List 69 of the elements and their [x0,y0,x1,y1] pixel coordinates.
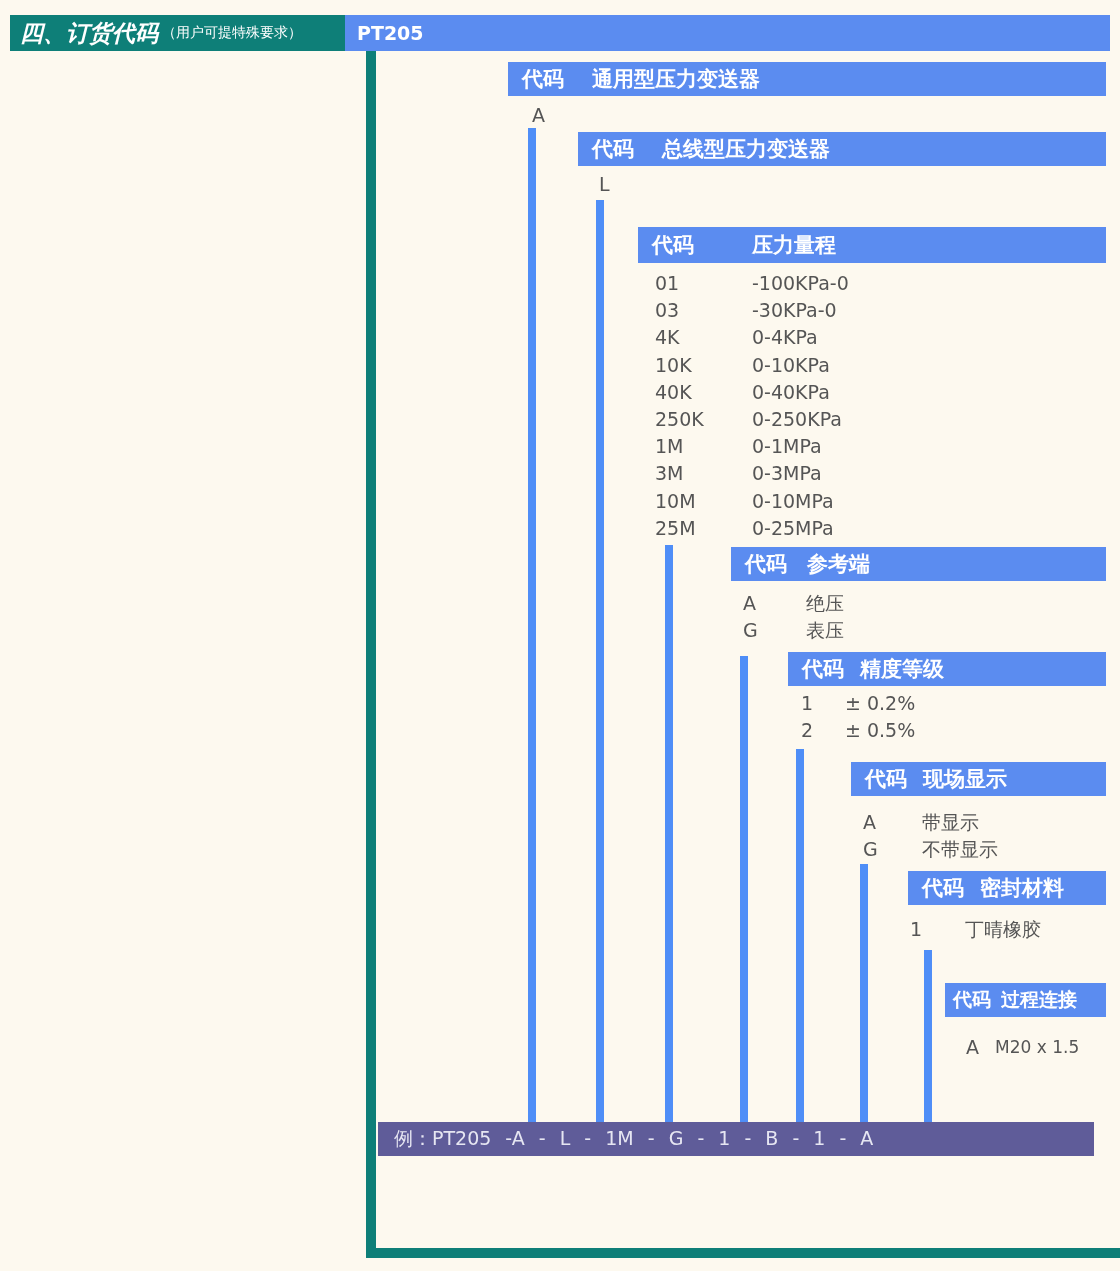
option-code: 25M [655,515,696,540]
option-description: 不带显示 [922,837,998,861]
option-description: M20 x 1.5 [995,1036,1080,1059]
option-description: 0-4KPa [752,325,818,350]
option-code: 1M [655,434,684,459]
code-heading: 代码 [865,766,908,793]
section-title: 现场显示 [923,766,1007,793]
heading-band [10,15,345,51]
section-title: 压力量程 [752,232,836,259]
header-band [788,652,1106,686]
option-code: A [863,810,876,834]
option-code: 10M [655,488,696,513]
section-title: 通用型压力变送器 [592,66,760,93]
section-title: 参考端 [807,551,870,578]
code-heading: 代码 [953,987,992,1012]
option-code: 2 [801,718,814,742]
code-heading: 代码 [652,232,695,259]
header-band [638,227,1106,263]
option-code: 01 [655,271,680,295]
header-band [851,762,1106,796]
option-code: A [966,1035,979,1059]
option-description: 0-10KPa [752,352,830,377]
option-code: G [743,618,758,642]
header-band [945,983,1106,1017]
code-heading: 代码 [522,66,565,93]
header-band [578,132,1106,166]
option-description: 0-1MPa [752,434,822,459]
option-description: 0-25MPa [752,515,834,540]
section-heading: 四、订货代码 [20,17,158,48]
option-code: 1 [801,691,814,715]
option-description: 0-10MPa [752,488,834,513]
example-bar [378,1122,1094,1156]
model-code: PT205 [357,22,424,44]
option-code: 40K [655,379,692,404]
option-description: 绝压 [806,591,844,615]
option-code: L [599,172,610,196]
option-description: 表压 [806,618,844,642]
option-description: ± 0.2% [845,691,916,715]
option-description: 0-3MPa [752,461,822,486]
option-description: 带显示 [922,810,979,834]
code-heading: 代码 [592,136,635,163]
section-title: 总线型压力变送器 [662,136,830,163]
option-code: G [863,837,878,861]
code-heading: 代码 [922,875,965,902]
section-title: 过程连接 [1001,987,1077,1012]
example-code: 例：PT205 -A - L - 1M - G - 1 - B - 1 - A [394,1126,874,1151]
option-code: A [743,591,756,615]
section-title: 密封材料 [980,875,1064,902]
option-code: 4K [655,325,680,350]
option-description: 0-250KPa [752,407,842,431]
section-title: 精度等级 [860,656,944,683]
header-band [908,871,1106,905]
option-description: ± 0.5% [845,718,916,742]
option-code: 03 [655,298,680,323]
option-description: -100KPa-0 [752,271,849,295]
header-band [731,547,1106,581]
option-description: -30KPa-0 [752,298,837,323]
option-code: 250K [655,407,704,431]
option-description: 0-40KPa [752,379,830,404]
option-code: 3M [655,461,684,486]
option-code: 10K [655,352,692,377]
option-code: A [532,103,545,127]
code-heading: 代码 [745,551,788,578]
option-description: 丁晴橡胶 [965,917,1041,941]
header-band [508,62,1106,96]
model-band [345,15,1110,51]
option-code: 1 [910,917,923,941]
code-heading: 代码 [802,656,845,683]
heading-note: （用户可提特殊要求） [162,24,302,42]
